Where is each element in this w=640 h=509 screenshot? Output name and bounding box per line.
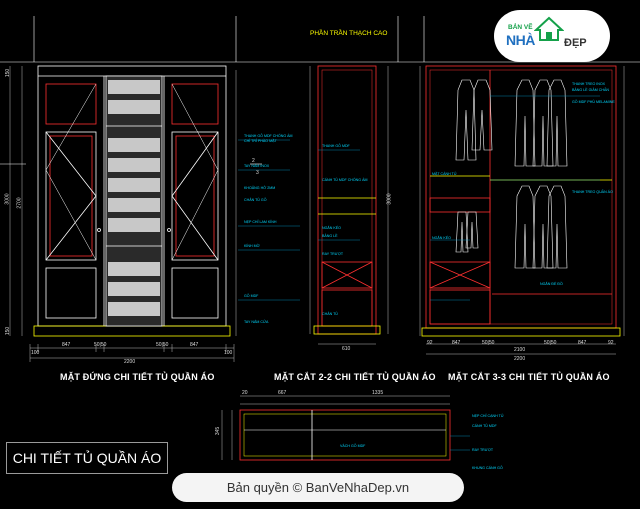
- sec33-note-2: GỖ MDF PHỦ MELAMINE: [572, 100, 615, 104]
- dim-plan-left: 20: [242, 390, 248, 396]
- section-3-3: [419, 65, 625, 355]
- section-mark-2: 2: [252, 158, 255, 164]
- section-3-3-title: MẶT CẮT 3-3 CHI TIẾT TỦ QUẦN ÁO: [448, 372, 610, 382]
- sec33-note-1: BẢNG LỀ GIẢM CHẤN: [572, 88, 609, 92]
- sec22-note-1: CÁNH TỦ MDF CHỐNG ẨM: [322, 178, 368, 182]
- sec33-note-6: NGĂN ĐỂ ĐỒ: [540, 282, 563, 286]
- dim-sec22-width: 610: [342, 346, 351, 352]
- section-2-2: [309, 65, 389, 345]
- front-note-4: CHÂN TỦ GỖ: [244, 198, 267, 202]
- dim-plan-b: 1335: [372, 390, 384, 396]
- sec22-note-5: CHÂN TỦ: [322, 312, 338, 316]
- sheet-title: CHI TIẾT TỦ QUẦN ÁO: [6, 442, 168, 474]
- dim-plan-a: 667: [278, 390, 287, 396]
- dim-plan-side: 345: [215, 426, 222, 436]
- dim-front-bottom-2: 50|50: [94, 342, 107, 348]
- front-note-0: THANH GỖ MDF CHỐNG ẨM: [244, 134, 293, 138]
- front-note-6: KÍNH MỜ: [244, 244, 260, 248]
- sec22-note-3: BẢNG LỀ: [322, 234, 338, 238]
- copyright-watermark: Bản quyền © BanVeNhaDep.vn: [172, 473, 464, 502]
- dim-front-bottom-4: 847: [190, 342, 199, 348]
- sec22-note-4: RAY TRƯỢT: [322, 252, 344, 256]
- sec33-note-3: MẶT CÁNH TỦ: [432, 172, 457, 176]
- plan-note-2: VÁCH GỖ MDF: [340, 444, 366, 448]
- dim-front-top: 150: [5, 68, 12, 78]
- ceiling-note: PHẦN TRẦN THẠCH CAO: [310, 30, 388, 37]
- front-note-7: GỖ MDF: [244, 294, 259, 298]
- section-mark-3: 3: [256, 170, 259, 176]
- dim-sec33-sub: 2100: [514, 347, 526, 353]
- sec33-note-4: THANH TREO QUẦN ÁO: [572, 190, 613, 194]
- dim-front-height2: 2700: [16, 197, 23, 209]
- front-note-2: TAY NẮM INOX: [244, 164, 270, 168]
- front-note-1: CHỈ TRỈ PHÀO MẶT: [244, 139, 277, 143]
- logo-tail-text: ĐẸP: [564, 37, 587, 49]
- dim-sec33-bottom-1: 847: [452, 340, 461, 346]
- dim-front-base: 150: [5, 326, 12, 336]
- dim-sec22-height: 3000: [386, 193, 393, 205]
- front-note-5: NẸP CHỈ LAM KÍNH: [244, 220, 277, 224]
- plan-note-4: KHUNG CÁNH GỖ: [472, 466, 503, 470]
- dim-front-bottom-3: 50|50: [156, 342, 169, 348]
- glass-door: [97, 75, 171, 327]
- plan-note-1: CÁNH TỦ MDF: [472, 424, 497, 428]
- section-2-2-title: MẶT CẮT 2-2 CHI TIẾT TỦ QUẦN ÁO: [274, 372, 436, 382]
- dim-sec33-bottom-2: 50|50: [482, 340, 495, 346]
- dim-sec33-bottom-0: 92: [427, 340, 433, 346]
- dim-front-height: 3000: [4, 193, 11, 205]
- house-icon: [534, 16, 564, 41]
- plan-view: [221, 395, 451, 461]
- front-note-8: TAY NẮM CỬA: [244, 320, 269, 324]
- dim-sec33-bottom-3: 50|50: [544, 340, 557, 346]
- sec22-note-2: NGĂN KÉO: [322, 226, 341, 230]
- dim-sec33-total: 2200: [514, 356, 526, 362]
- sec33-note-0: THANH TREO INOX: [572, 82, 606, 86]
- front-note-3: KHOẢNG HỞ 2MM: [244, 186, 276, 190]
- front-elevation: [33, 65, 231, 337]
- plan-note-0: NẸP CHỈ CẠNH TỦ: [472, 414, 504, 418]
- front-elevation-title: MẶT ĐỨNG CHI TIẾT TỦ QUẦN ÁO: [60, 372, 215, 382]
- brand-logo: BẢN VẼ NHÀ ĐẸP: [494, 10, 610, 62]
- plan-note-3: RAY TRƯỢT: [472, 448, 494, 452]
- dim-front-bottom-5: 100: [224, 350, 233, 356]
- dim-front-bottom-0: 100: [31, 350, 40, 356]
- dim-sec33-bottom-5: 92: [608, 340, 614, 346]
- dim-sec33-bottom-4: 847: [578, 340, 587, 346]
- sec33-note-5: NGĂN KÉO: [432, 236, 451, 240]
- sec22-note-0: THANH GỖ MDF: [322, 144, 350, 148]
- logo-main-text: NHÀ: [506, 32, 535, 48]
- dim-front-bottom-1: 847: [62, 342, 71, 348]
- dim-front-total: 2200: [124, 359, 136, 365]
- logo-top-text: BẢN VẼ: [508, 24, 533, 31]
